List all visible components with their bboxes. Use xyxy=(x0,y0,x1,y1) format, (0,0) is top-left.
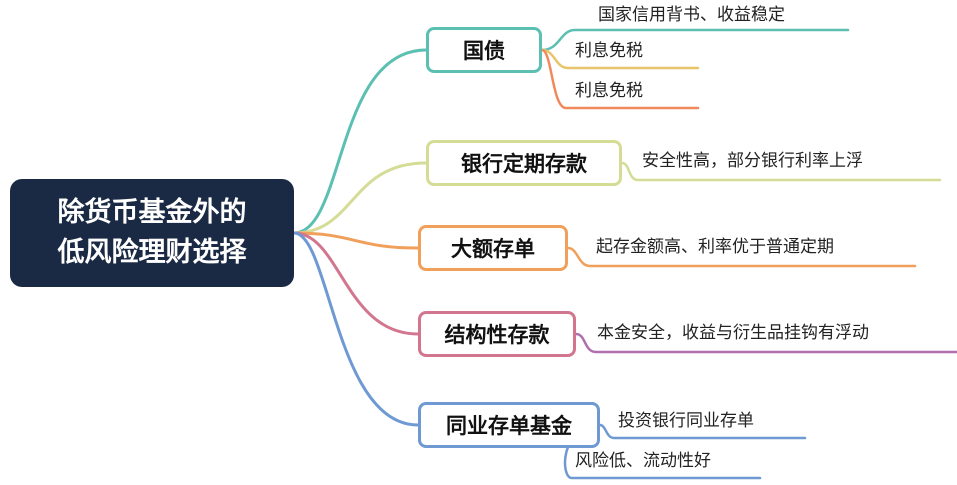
branch-node-structured-deposit: 结构性存款 xyxy=(418,311,576,357)
connector-root-bank-time-deposit xyxy=(292,161,428,235)
root-title-line-2: 低风险理财选择 xyxy=(57,237,247,268)
connector-leaf-tax-free-2 xyxy=(540,48,700,110)
branch-node-treasury-bonds: 国债 xyxy=(426,27,542,73)
connector-leaf-high-minimum xyxy=(566,246,917,268)
leaf-low-risk-liquid: 风险低、流动性好 xyxy=(575,451,711,471)
branch-label: 银行定期存款 xyxy=(461,152,587,176)
connector-leaf-national-credit xyxy=(540,28,850,52)
branch-label: 国债 xyxy=(463,39,505,63)
connector-root-large-cd xyxy=(292,231,420,250)
branch-node-large-cd: 大额存单 xyxy=(418,225,568,271)
leaf-principal-safe: 本金安全，收益与衍生品挂钩有浮动 xyxy=(597,323,869,343)
leaf-high-safety: 安全性高，部分银行利率上浮 xyxy=(642,151,863,171)
connector-leaf-invest-ncd xyxy=(598,423,807,440)
leaf-high-minimum: 起存金额高、利率优于普通定期 xyxy=(596,237,834,257)
root-title-line-1: 除货币基金外的 xyxy=(57,197,247,228)
branch-node-bank-time-deposit: 银行定期存款 xyxy=(426,140,622,186)
connector-root-treasury-bonds xyxy=(292,48,428,235)
branch-node-ncd-fund: 同业存单基金 xyxy=(418,402,600,448)
leaf-tax-free-interest-1: 利息免税 xyxy=(575,41,643,61)
branch-label: 同业存单基金 xyxy=(446,414,572,438)
connector-root-structured-deposit xyxy=(292,231,420,336)
connector-leaf-tax-free-1 xyxy=(540,48,700,70)
leaf-invest-ncd: 投资银行同业存单 xyxy=(618,411,754,431)
branch-label: 大额存单 xyxy=(451,237,535,261)
connector-leaf-principal-safe xyxy=(574,332,957,354)
connector-leaf-high-safety xyxy=(620,161,942,182)
connector-root-ncd-fund xyxy=(292,231,420,427)
leaf-national-credit: 国家信用背书、收益稳定 xyxy=(598,5,785,25)
root-node: 除货币基金外的 低风险理财选择 xyxy=(10,179,294,287)
leaf-tax-free-interest-2: 利息免税 xyxy=(575,81,643,101)
branch-label: 结构性存款 xyxy=(444,323,550,347)
